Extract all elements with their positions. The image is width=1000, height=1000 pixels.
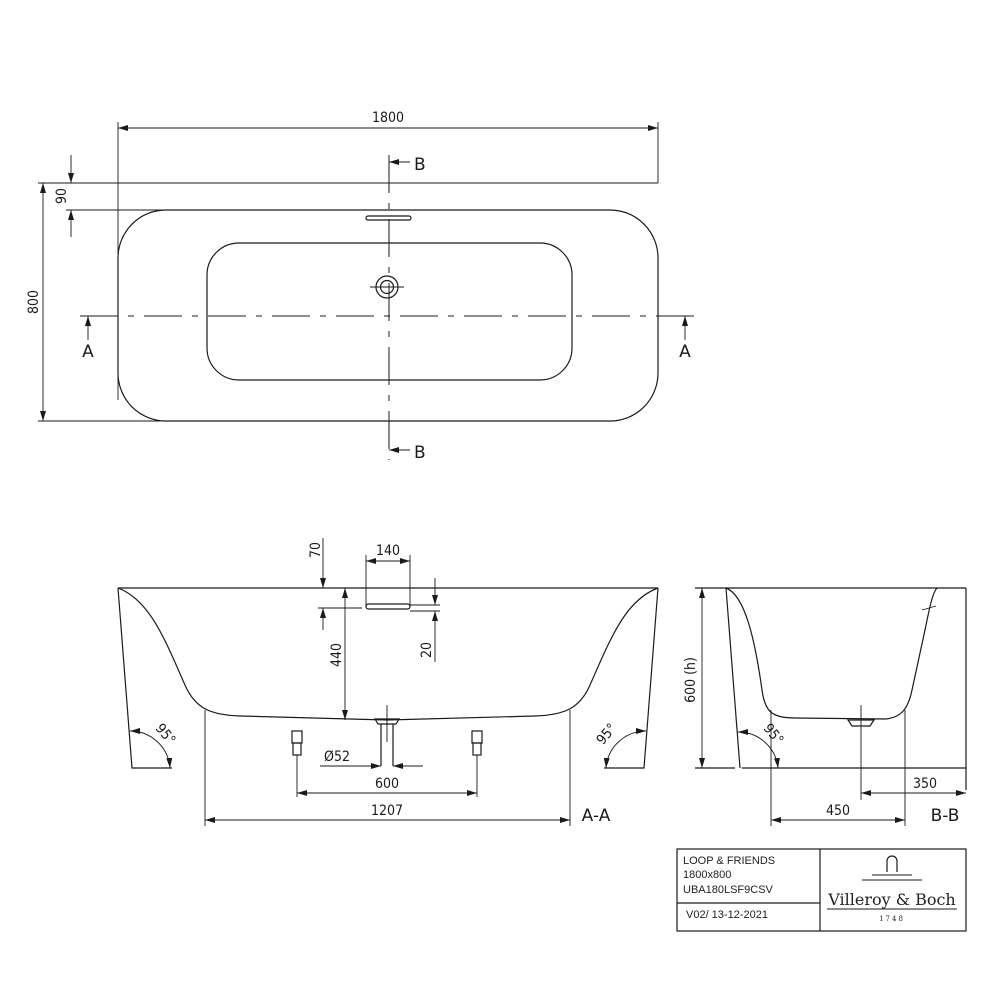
dim-140-label: 140: [376, 543, 400, 559]
section-bb-view: 600 (h) 95° 350 450 B-B: [683, 587, 967, 826]
brand-year: 1748: [879, 915, 905, 923]
overflow-slot: [365, 603, 411, 610]
foot-right: [471, 730, 483, 797]
drain-flange: [373, 718, 401, 725]
section-a-label-left: A: [82, 342, 94, 362]
product-code: UBA180LSF9CSV: [683, 884, 774, 896]
version-date: V02/ 13-12-2021: [686, 909, 768, 921]
section-b-label-top: B: [414, 155, 426, 175]
dim-width-label: 800: [26, 290, 42, 314]
angle-arc-right: [603, 727, 647, 769]
skirt-left: [117, 587, 172, 769]
faucet-icon: [886, 855, 898, 872]
angle-arc-left: [129, 727, 173, 769]
dim-feet-label: 600: [375, 776, 399, 792]
dim-70-label: 70: [308, 542, 324, 558]
basin-profile: [725, 587, 938, 720]
overflow-mark: [921, 605, 937, 611]
dim-length-label: 1800: [372, 110, 404, 126]
drain-pipe: [380, 724, 394, 766]
brand-logo: Villeroy & Boch 1748: [827, 855, 957, 923]
title-block: LOOP & FRIENDS 1800x800 UBA180LSF9CSV V0…: [676, 848, 967, 932]
angle-arc: [737, 728, 780, 769]
foot-left: [291, 730, 303, 797]
section-bb-title: B-B: [931, 806, 960, 826]
dim-height-label: 600 (h): [683, 657, 699, 703]
skirt-right: [604, 587, 659, 769]
dim-450-label: 450: [826, 803, 850, 819]
section-aa-title: A-A: [582, 806, 611, 826]
product-name: LOOP & FRIENDS: [683, 855, 775, 867]
product-size: 1800x800: [683, 869, 731, 881]
basin-profile: [117, 587, 659, 721]
dim-20-label: 20: [419, 642, 435, 658]
angle-label: 95°: [760, 721, 787, 748]
dim-base-label: 1207: [371, 803, 403, 819]
title-block-frame: [676, 848, 967, 932]
section-aa-view: 70 440 140 20 Ø52 600 1207 95° 95° A-A: [117, 538, 659, 826]
dim-rim-label: 90: [54, 188, 70, 204]
dim-drain-label: Ø52: [324, 749, 350, 765]
dim-440-label: 440: [329, 643, 345, 667]
section-a-label-right: A: [679, 342, 691, 362]
brand-name: Villeroy & Boch: [827, 890, 955, 909]
drain-flange: [846, 719, 876, 727]
angle-label-left: 95°: [152, 721, 179, 748]
section-b-label-bottom: B: [414, 443, 426, 463]
top-view: 1800 90 800 A A B B: [26, 110, 694, 463]
skirt: [725, 587, 741, 769]
dim-350-label: 350: [913, 776, 937, 792]
